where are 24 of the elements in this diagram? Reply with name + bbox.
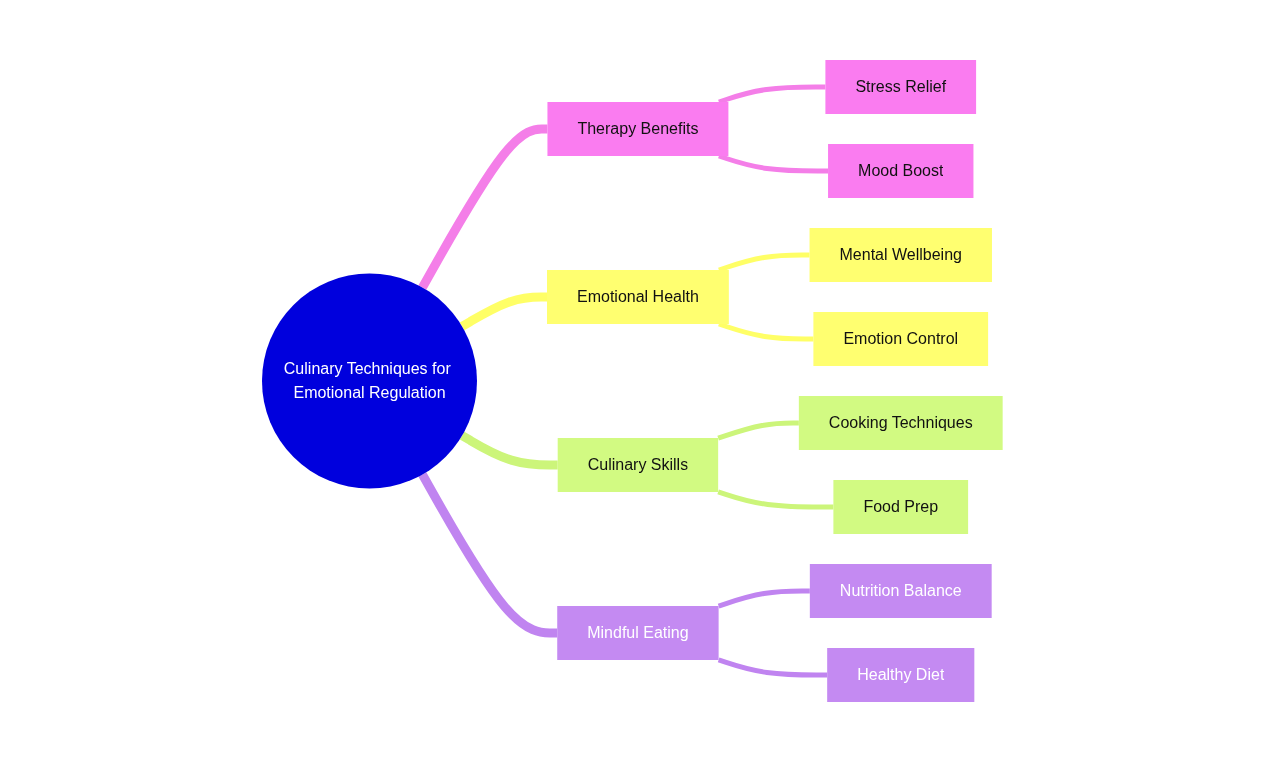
node-box: Mental Wellbeing [809,228,992,282]
connector [459,431,558,470]
connector [717,420,799,441]
connector [459,292,547,331]
node-box: Cooking Techniques [798,396,1003,450]
connector [418,472,557,638]
connector [717,153,828,174]
node-box: Mindful Eating [556,606,719,660]
connector [717,657,827,678]
node-box: Nutrition Balance [809,564,992,618]
node-box: Culinary Skills [557,438,718,492]
connector [717,84,826,105]
node-box: Therapy Benefits [547,102,729,156]
node-box: Mood Boost [827,144,974,198]
node-box: Food Prep [833,480,968,534]
node-box: Emotional Health [546,270,729,324]
connector [717,588,810,609]
connector [717,321,814,342]
node-box: Stress Relief [825,60,976,114]
node-circle: Culinary Techniques for Emotional Regulation [261,273,477,489]
node-box: Emotion Control [813,312,988,366]
connector [717,252,810,273]
connector [717,489,834,510]
node-box: Healthy Diet [826,648,974,702]
